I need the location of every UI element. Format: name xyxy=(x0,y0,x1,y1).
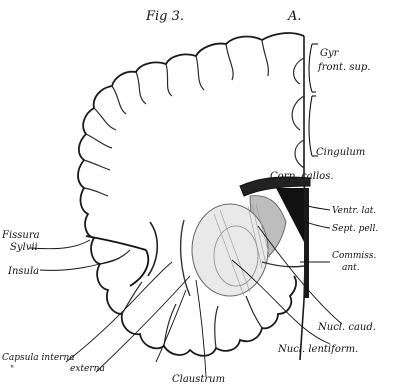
figure-title: Fig 3. xyxy=(145,9,184,24)
label-sept-pell: Sept. pell. xyxy=(332,224,378,234)
label-sylvii: Sylvii xyxy=(10,242,38,253)
label-nucl-lentiform: Nucl. lentiform. xyxy=(277,344,358,355)
label-brackets xyxy=(309,44,318,156)
label-fissura: Fissura xyxy=(1,230,40,241)
label-commiss: Commiss. xyxy=(332,251,376,261)
label-capsula-interna: Capsula interna xyxy=(2,353,75,363)
cortex-outline xyxy=(78,33,304,356)
label-nucl-caud: Nucl. caud. xyxy=(317,322,376,333)
insula-cortex xyxy=(148,222,157,276)
label-gyr: Gyr xyxy=(320,48,340,59)
label-commiss-ant: ant. xyxy=(342,263,360,273)
label-corp-callos: Corp. callos. xyxy=(270,171,334,182)
label-ventr-lat: Ventr. lat. xyxy=(332,206,376,216)
label-front-sup: front. sup. xyxy=(317,62,370,73)
anterior-commissure xyxy=(262,262,304,267)
label-insula: Insula xyxy=(7,266,39,277)
label-quote: " xyxy=(10,365,14,375)
figure-letter: A. xyxy=(287,9,302,24)
septum-pellucidum xyxy=(304,188,309,298)
label-capsula-externa: externa xyxy=(70,364,105,374)
label-claustrum: Claustrum xyxy=(172,374,225,384)
label-cingulum: Cingulum xyxy=(316,147,365,158)
medial-gyri xyxy=(292,58,304,168)
